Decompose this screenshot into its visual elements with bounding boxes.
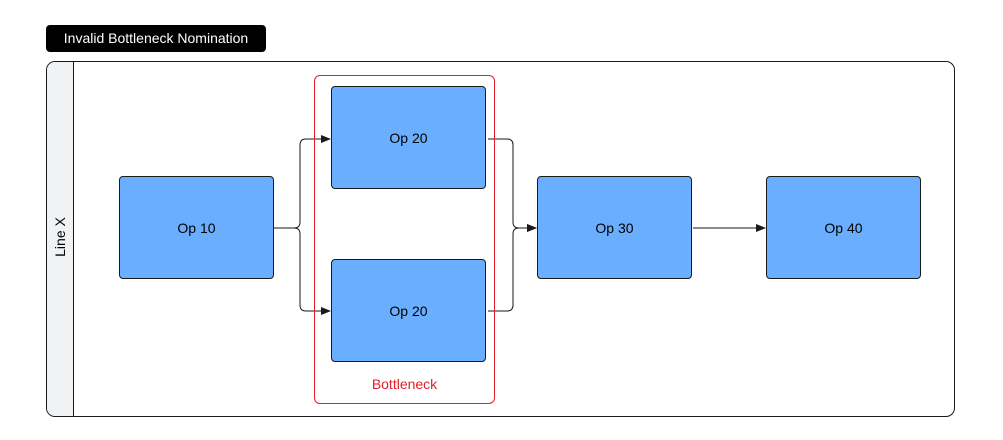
- diagram-title: Invalid Bottleneck Nomination: [46, 25, 266, 52]
- swimlane-header: Line X: [47, 62, 74, 416]
- node-op-20-top[interactable]: Op 20: [331, 86, 486, 189]
- node-op-30[interactable]: Op 30: [537, 176, 692, 279]
- node-op-10[interactable]: Op 10: [119, 176, 274, 279]
- edge-op20-top-to-op30: [488, 138, 537, 232]
- bottleneck-label: Bottleneck: [371, 376, 438, 392]
- edge-op20-bottom-to-op30: [488, 224, 537, 312]
- swimlane-line-x: Line X: [46, 61, 955, 417]
- edge-op10-to-op20-top: [274, 135, 331, 229]
- node-op-40[interactable]: Op 40: [766, 176, 921, 279]
- bottleneck-highlight: [314, 75, 495, 404]
- edge-op10-to-op20-bottom: [274, 227, 331, 315]
- node-op-20-bottom[interactable]: Op 20: [331, 259, 486, 362]
